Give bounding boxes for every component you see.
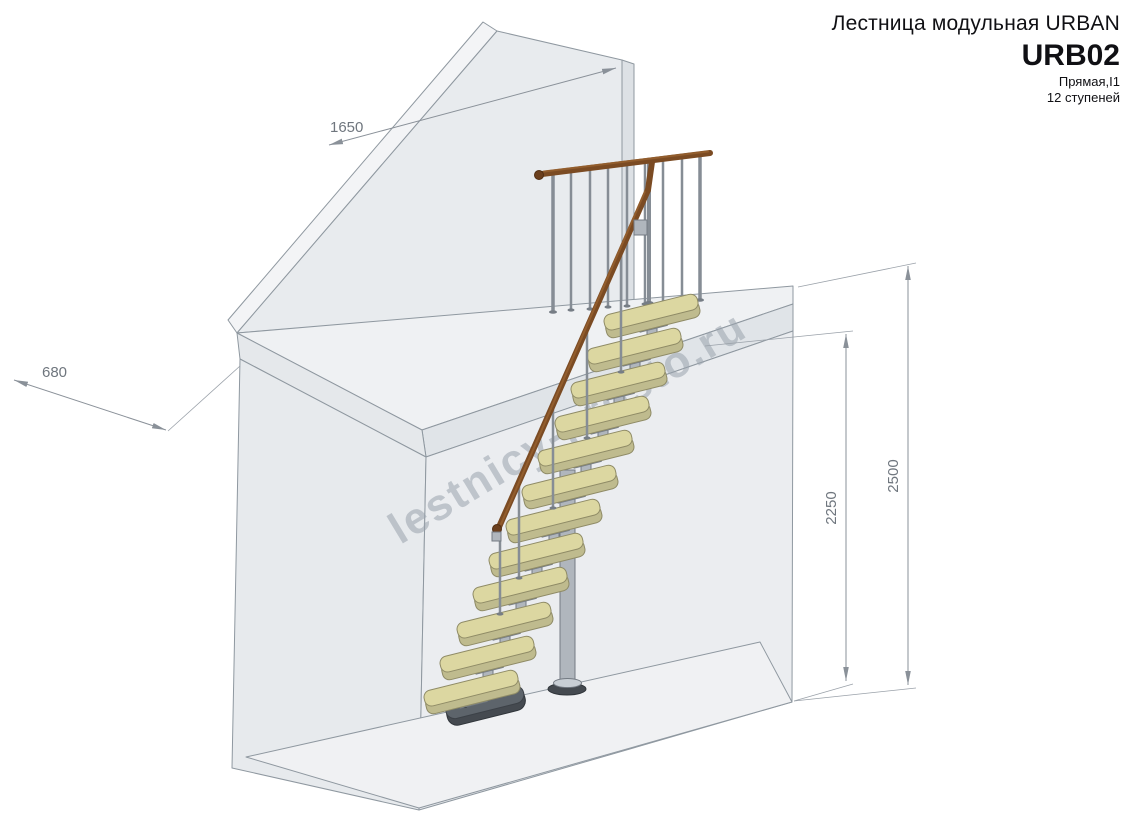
tread (488, 532, 586, 578)
tread (423, 669, 521, 715)
room-structure (227, 21, 794, 811)
platform-handrail (539, 150, 713, 177)
model-code: URB02 (1021, 39, 1120, 72)
dimension-1650: 1650 (328, 67, 617, 146)
tread (472, 566, 570, 612)
dimension-label-1650: 1650 (330, 119, 363, 136)
tread (456, 601, 554, 647)
treads (423, 293, 701, 715)
dimension-2250: 2250 (704, 330, 854, 702)
tread (439, 635, 537, 681)
step-count-note: 12 ступеней (1046, 90, 1120, 106)
stair-railing (491, 150, 713, 616)
tread (554, 395, 652, 441)
tread (537, 429, 635, 475)
tread (570, 361, 668, 407)
handrail-end-fitting (491, 531, 502, 542)
handrail-clamp (633, 219, 648, 236)
handrail-joint (645, 159, 655, 193)
dimension-label-2250: 2250 (823, 491, 840, 524)
title-block: Лестница модульная URBAN URB02 Прямая,I1… (832, 12, 1120, 107)
product-title: Лестница модульная URBAN (831, 12, 1120, 35)
tread (603, 293, 701, 339)
dimension-label-680: 680 (42, 364, 67, 381)
stair-type: Прямая,I1 (1058, 73, 1120, 89)
interior-floor (245, 641, 793, 809)
dimension-680: 680 (13, 364, 241, 432)
platform-rail-end-cap (534, 170, 544, 180)
column-flange (553, 678, 582, 688)
sloped-wall-front-face (236, 30, 623, 334)
platform-railing-balusters (549, 156, 704, 314)
dimension-label-2500: 2500 (885, 459, 902, 492)
dimension-2500: 2500 (793, 262, 917, 702)
dimensions: 1650 680 2500 2250 (13, 67, 917, 702)
tread (505, 498, 603, 544)
tread (521, 464, 619, 510)
